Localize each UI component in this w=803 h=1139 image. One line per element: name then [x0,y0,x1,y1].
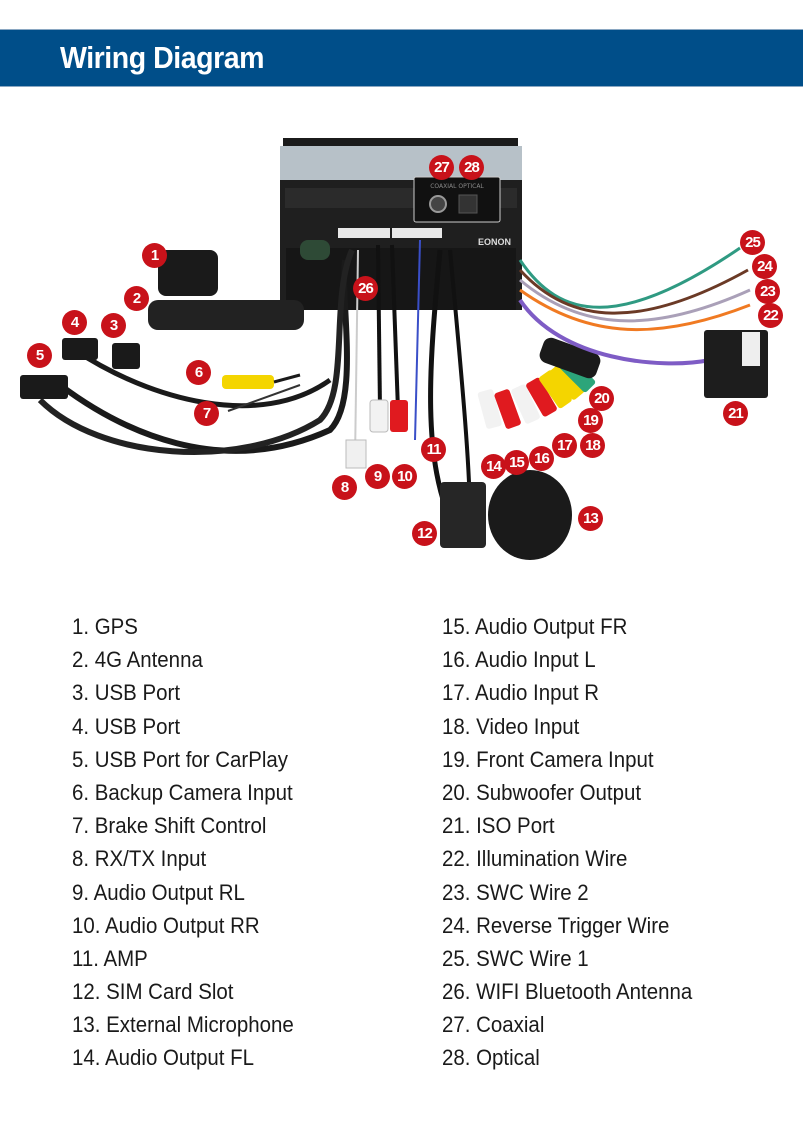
legend-left-column: 1. GPS 2. 4G Antenna 3. USB Port 4. USB … [72,610,310,1075]
coaxial-jack [429,195,447,213]
head-unit [280,138,522,310]
badge-4: 4 [62,310,87,335]
legend-item: 4. USB Port [72,713,181,739]
legend-item: 21. ISO Port [442,813,555,839]
badge-5: 5 [27,343,52,368]
legend-item: 25. SWC Wire 1 [442,945,589,971]
legend-item: 24. Reverse Trigger Wire [442,912,670,938]
badge-3: 3 [101,313,126,338]
legend-item: 6. Backup Camera Input [72,779,293,805]
legend-item: 23. SWC Wire 2 [442,879,589,905]
legend-item: 9. Audio Output RL [72,879,245,905]
badge-27: 27 [429,155,454,180]
badge-6: 6 [186,360,211,385]
badge-16: 16 [529,446,554,471]
legend-item: 27. Coaxial [442,1012,545,1038]
external-microphone [488,470,572,560]
wiring-diagram: COAXIAL OPTICAL EONON [0,100,803,600]
badge-10: 10 [392,464,417,489]
sim-card-module [440,482,486,548]
badge-2: 2 [124,286,149,311]
legend-item: 20. Subwoofer Output [442,779,642,805]
legend-item: 15. Audio Output FR [442,614,628,639]
badge-20: 20 [589,386,614,411]
usb-plug-3 [112,343,140,369]
legend-item: 1. GPS [72,614,138,639]
usb-plug-4 [62,338,98,360]
legend-item: 26. WIFI Bluetooth Antenna [442,979,693,1005]
subwoofer-fuse [539,337,601,379]
legend-item: 7. Brake Shift Control [72,813,267,839]
legend-item: 16. Audio Input L [442,647,596,673]
badge-18: 18 [580,433,605,458]
badge-13: 13 [578,506,603,531]
legend-item: 5. USB Port for CarPlay [72,746,289,772]
badge-8: 8 [332,475,357,500]
header-banner: Wiring Diagram [0,29,803,87]
badge-19: 19 [578,408,603,433]
rca-rl [369,399,389,433]
badge-25: 25 [740,230,765,255]
rxtx-connector [345,439,367,469]
legend-item: 8. RX/TX Input [72,846,207,872]
badge-26: 26 [353,276,378,301]
badge-11: 11 [421,437,446,462]
badge-14: 14 [481,454,506,479]
badge-9: 9 [365,464,390,489]
4g-antenna [148,300,304,330]
badge-1: 1 [142,243,167,268]
legend-item: 12. SIM Card Slot [72,979,234,1005]
badge-12: 12 [412,521,437,546]
audio-port-panel: COAXIAL OPTICAL [413,176,501,223]
badge-23: 23 [755,279,780,304]
badge-22: 22 [758,303,783,328]
port-panel-label: COAXIAL OPTICAL [430,183,484,190]
legend-item: 11. AMP [72,945,148,971]
legend-item: 13. External Microphone [72,1012,294,1038]
backup-camera-rca [222,375,274,389]
legend-item: 19. Front Camera Input [442,746,654,772]
rca-rr [390,400,408,432]
badge-21: 21 [723,401,748,426]
badge-28: 28 [459,155,484,180]
badge-24: 24 [752,254,777,279]
gps-module [158,250,218,296]
usb-plug-5 [20,375,68,399]
legend-item: 3. USB Port [72,680,181,706]
legend-item: 18. Video Input [442,713,580,739]
legend-item: 22. Illumination Wire [442,846,628,872]
badge-15: 15 [504,450,529,475]
legend-item: 10. Audio Output RR [72,912,260,938]
brand-logo: EONON [478,237,511,247]
legend-item: 14. Audio Output FL [72,1045,255,1071]
badge-17: 17 [552,433,577,458]
legend-right-column: 15. Audio Output FR 16. Audio Input L 17… [442,610,711,1075]
page-title: Wiring Diagram [60,40,265,75]
legend-item: 17. Audio Input R [442,680,599,706]
wiring-illustration: COAXIAL OPTICAL EONON [20,138,768,560]
legend-item: 28. Optical [442,1045,540,1071]
badge-7: 7 [194,401,219,426]
optical-port [458,194,478,214]
legend-item: 2. 4G Antenna [72,647,203,673]
